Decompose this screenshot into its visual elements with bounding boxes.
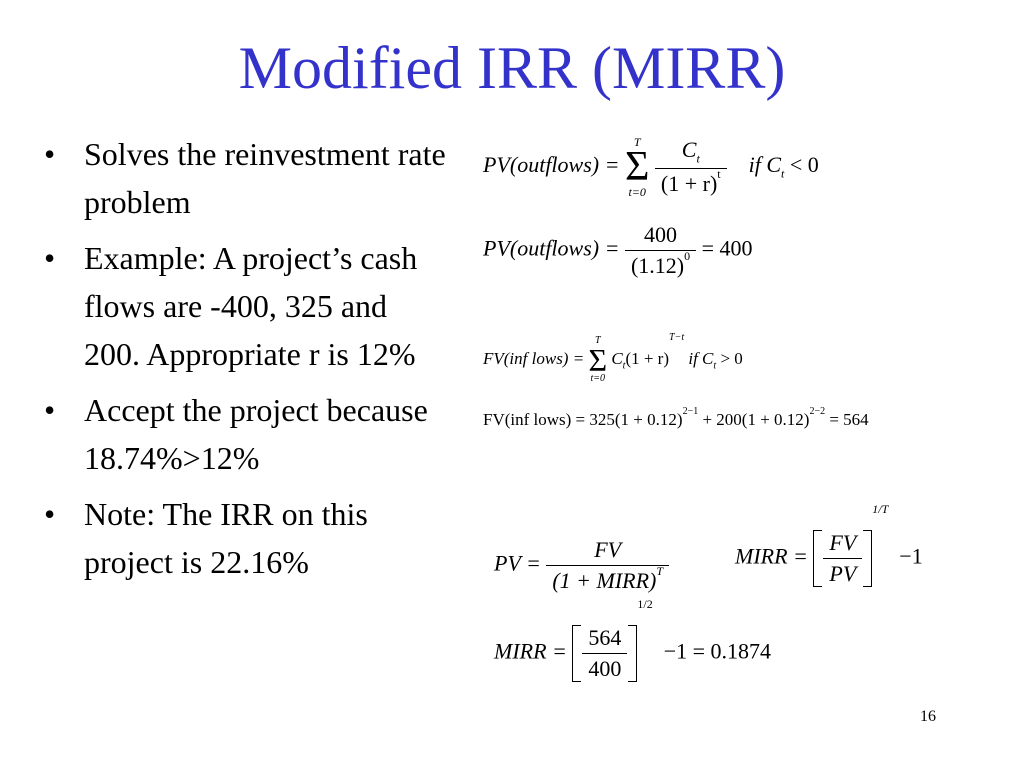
- bullet-icon: •: [44, 392, 56, 428]
- fraction: FV PV: [823, 530, 863, 587]
- denominator: PV: [829, 561, 857, 586]
- bullet-icon: •: [44, 240, 56, 276]
- fraction: 400 (1.12)0: [624, 222, 697, 279]
- denominator: (1 + r): [660, 171, 718, 197]
- fraction: 564 400: [582, 625, 628, 682]
- bracket: 564 400: [572, 625, 638, 682]
- equation-mirr-value: MIRR = 564 400 1/2 −1 = 0.1874: [494, 597, 772, 682]
- eq-rhs: −1: [899, 543, 923, 569]
- numerator: FV: [546, 537, 670, 566]
- exponent: 1/2: [637, 597, 653, 611]
- eq-rhs: = 400: [701, 235, 753, 261]
- bullet-text: Accept the project because 18.74%>12%: [84, 392, 428, 476]
- numerator: 400: [624, 222, 697, 251]
- sum-upper: T: [594, 335, 601, 346]
- eq-lhs: PV(outflows) =: [483, 152, 620, 178]
- eq-lhs: MIRR =: [735, 543, 808, 569]
- denominator: 400: [588, 656, 622, 681]
- equation-fv-inflows-definition: FV(inf lows) = T Σ t=0 Ct(1 + r)T−t if C…: [483, 332, 743, 384]
- eq-body: C: [611, 348, 623, 368]
- condition: if C: [688, 348, 714, 368]
- bullet-list: • Solves the reinvestment rate problem • E…: [40, 130, 450, 594]
- fraction: Ct (1 + r)t: [654, 136, 727, 197]
- bullet-item: • Accept the project because 18.74%>12%: [40, 386, 450, 482]
- equation-mirr-definition: MIRR = FV PV 1/T −1: [735, 502, 923, 587]
- eq-lhs: PV =: [494, 550, 541, 576]
- equation-fv-inflows-value: FV(inf lows) = 325(1 + 0.12)2−1 + 200(1 …: [483, 406, 869, 429]
- bullet-text: Solves the reinvestment rate problem: [84, 136, 446, 220]
- slide-title: Modified IRR (MIRR): [238, 35, 786, 101]
- eq-rhs: = 564: [825, 410, 869, 429]
- numerator: C: [681, 136, 697, 162]
- eq-rhs: −1 = 0.1874: [663, 638, 772, 664]
- denominator: (1.12): [630, 253, 685, 278]
- equation-pv-outflows-value: PV(outflows) = 400 (1.12)0 = 400: [483, 222, 753, 279]
- bullet-icon: •: [44, 496, 56, 532]
- sigma-icon: Σ: [588, 342, 608, 378]
- bullet-icon: •: [44, 136, 56, 172]
- equation-pv-fv: PV = FV (1 + MIRR)T: [494, 537, 670, 594]
- sum-upper: T: [633, 135, 641, 149]
- sum-lower: t=0: [628, 185, 646, 199]
- eq-lhs: MIRR =: [494, 638, 567, 664]
- fraction: FV (1 + MIRR)T: [546, 537, 670, 594]
- bullet-text: Example: A project’s cash flows are -400…: [84, 240, 418, 372]
- exponent: 1/T: [872, 502, 889, 516]
- sigma-icon: Σ: [624, 144, 650, 190]
- sum-lower: t=0: [590, 373, 606, 384]
- bullet-item: • Solves the reinvestment rate problem: [40, 130, 450, 226]
- numerator: 564: [582, 625, 628, 654]
- eq-lhs: FV(inf lows) =: [483, 348, 585, 368]
- eq-lhs: PV(outflows) =: [483, 235, 620, 261]
- condition: if C: [748, 152, 782, 178]
- eq-lhs: FV(inf lows) = 325(1 + 0.12): [483, 410, 683, 429]
- numerator: FV: [823, 530, 863, 559]
- summation: T Σ t=0: [588, 336, 607, 384]
- bullet-item: • Example: A project’s cash flows are -40…: [40, 234, 450, 378]
- denominator: (1 + MIRR): [552, 568, 657, 593]
- bullet-text: Note: The IRR on this project is 22.16%: [84, 496, 368, 580]
- summation: T Σ t=0: [625, 136, 649, 198]
- equation-pv-outflows-definition: PV(outflows) = T Σ t=0 Ct (1 + r)t if C t…: [483, 135, 819, 199]
- bullet-item: • Note: The IRR on this project is 22.16%: [40, 490, 450, 586]
- bracket: FV PV: [813, 530, 873, 587]
- page-number: 16: [920, 708, 936, 725]
